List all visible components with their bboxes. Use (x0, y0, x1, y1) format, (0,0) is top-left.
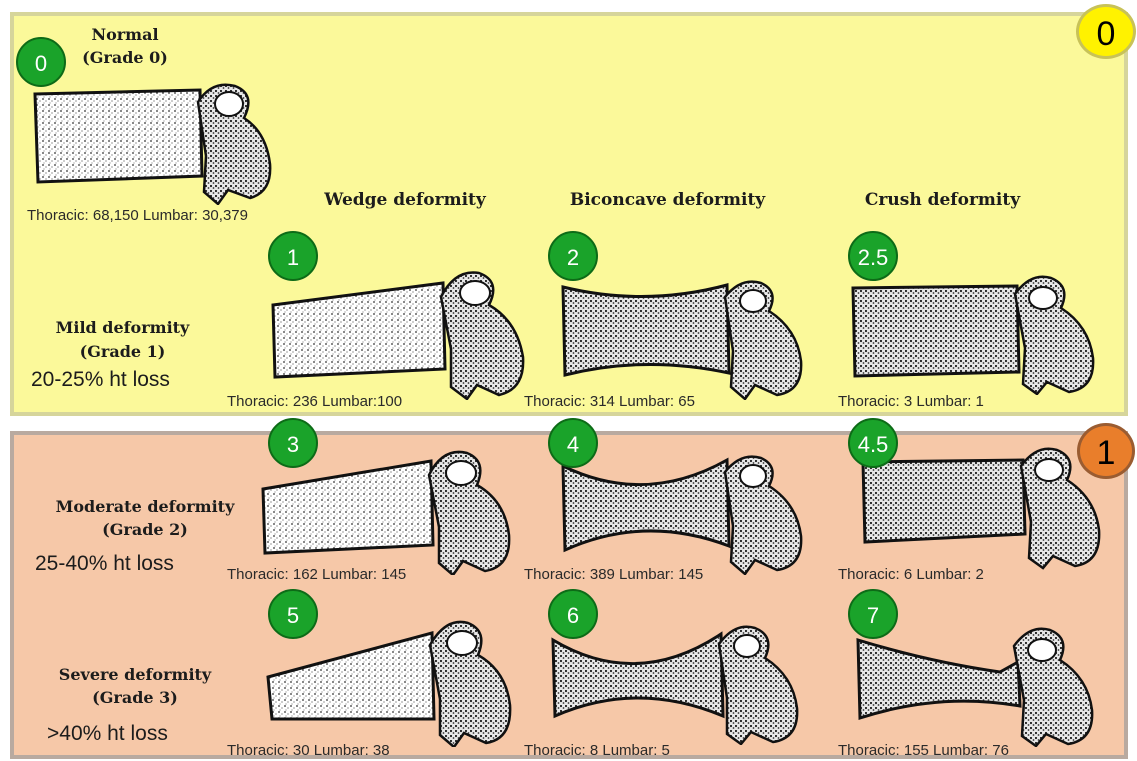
count-biconcave-severe: Thoracic: 8 Lumbar: 5 (524, 742, 670, 759)
vertebra-biconcave-mild (555, 275, 810, 400)
row-loss-severe: >40% ht loss (47, 722, 168, 746)
vertebra-crush-moderate (855, 442, 1110, 570)
badge-3: 3 (268, 418, 318, 468)
count-normal: Thoracic: 68,150 Lumbar: 30,379 (27, 207, 248, 224)
count-biconcave-moderate: Thoracic: 389 Lumbar: 145 (524, 566, 703, 583)
vertebra-biconcave-moderate (555, 450, 810, 575)
badge-4-5: 4.5 (848, 418, 898, 468)
corner-label-top: 0 (1076, 4, 1136, 59)
badge-6: 6 (548, 589, 598, 639)
badge-2-5: 2.5 (848, 231, 898, 281)
row-grade-mild: (Grade 1) (40, 342, 205, 361)
column-header-crush: Crush deformity (845, 190, 1040, 210)
vertebra-biconcave-severe (545, 620, 810, 745)
row-loss-moderate: 25-40% ht loss (35, 552, 174, 576)
count-wedge-severe: Thoracic: 30 Lumbar: 38 (227, 742, 390, 759)
count-crush-mild: Thoracic: 3 Lumbar: 1 (838, 393, 984, 410)
badge-2: 2 (548, 231, 598, 281)
row-title-moderate: Moderate deformity (30, 497, 260, 516)
count-wedge-moderate: Thoracic: 162 Lumbar: 145 (227, 566, 406, 583)
badge-0: 0 (16, 37, 66, 87)
vertebra-wedge-mild (265, 265, 535, 400)
column-header-biconcave: Biconcave deformity (560, 190, 775, 210)
vertebra-crush-mild (845, 270, 1105, 395)
badge-1: 1 (268, 231, 318, 281)
count-crush-moderate: Thoracic: 6 Lumbar: 2 (838, 566, 984, 583)
row-grade-normal: (Grade 0) (70, 48, 180, 67)
count-biconcave-mild: Thoracic: 314 Lumbar: 65 (524, 393, 695, 410)
row-title-severe: Severe deformity (35, 665, 235, 684)
vertebra-normal (30, 80, 275, 205)
row-grade-severe: (Grade 3) (35, 688, 235, 707)
count-crush-severe: Thoracic: 155 Lumbar: 76 (838, 742, 1009, 759)
row-loss-mild: 20-25% ht loss (31, 368, 170, 392)
row-title-normal: Normal (70, 25, 180, 44)
count-wedge-mild: Thoracic: 236 Lumbar:100 (227, 393, 402, 410)
badge-7: 7 (848, 589, 898, 639)
badge-5: 5 (268, 589, 318, 639)
row-grade-moderate: (Grade 2) (30, 520, 260, 539)
column-header-wedge: Wedge deformity (300, 190, 510, 210)
badge-4: 4 (548, 418, 598, 468)
vertebra-crush-severe (850, 622, 1105, 747)
row-title-mild: Mild deformity (40, 318, 205, 337)
